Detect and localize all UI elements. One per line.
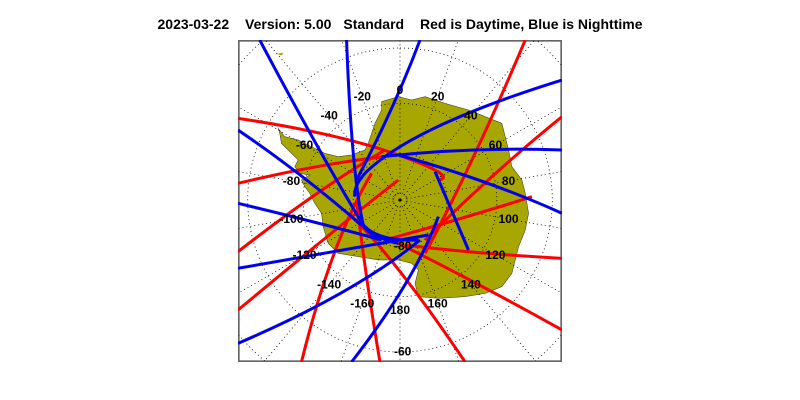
longitude-label: 140 bbox=[461, 277, 481, 291]
day-track bbox=[238, 148, 386, 253]
meridian-line bbox=[265, 40, 397, 196]
longitude-label: -140 bbox=[317, 277, 341, 291]
latitude-label: -60 bbox=[394, 344, 412, 358]
polar-map: 0 20 40 60 80 100 120 140 160 180 -160 -140 -120 -100… bbox=[238, 40, 562, 362]
longitude-label: 160 bbox=[428, 296, 448, 310]
island bbox=[276, 52, 284, 56]
longitude-label: -120 bbox=[293, 248, 317, 262]
day-track bbox=[238, 178, 400, 312]
longitude-label: -40 bbox=[320, 109, 338, 123]
longitude-label: -80 bbox=[283, 174, 301, 188]
longitude-label: -20 bbox=[354, 90, 372, 104]
longitude-label: 40 bbox=[464, 109, 478, 123]
night-track bbox=[258, 40, 399, 245]
day-track bbox=[238, 116, 445, 182]
latitude-circle bbox=[238, 41, 562, 362]
night-track bbox=[238, 233, 429, 270]
longitude-label: -160 bbox=[350, 296, 374, 310]
south-pole-marker bbox=[398, 198, 402, 202]
day-track bbox=[300, 172, 373, 362]
night-track bbox=[355, 40, 422, 181]
night-track bbox=[381, 147, 562, 159]
night-tracks bbox=[238, 40, 562, 362]
plot-title: 2023-03-22 Version: 5.00 Standard Red is … bbox=[0, 16, 800, 32]
night-track bbox=[238, 201, 383, 242]
legend-text: Red is Daytime, Blue is Nighttime bbox=[419, 16, 643, 32]
day-track bbox=[423, 40, 527, 255]
longitude-label: 180 bbox=[390, 303, 410, 317]
latitude-label: -80 bbox=[394, 239, 412, 253]
day-track bbox=[397, 241, 562, 332]
day-track bbox=[404, 243, 562, 260]
version-label: Version: 5.00 bbox=[245, 16, 332, 32]
longitude-label: -60 bbox=[296, 138, 314, 152]
longitude-label: 0 bbox=[397, 83, 404, 97]
graticule-labels: 0 20 40 60 80 100 120 140 160 180 -160 -140 -120 -100… bbox=[279, 83, 518, 358]
mode-label: Standard bbox=[343, 16, 405, 32]
longitude-label: 80 bbox=[502, 174, 516, 188]
night-track bbox=[397, 153, 562, 215]
night-track bbox=[350, 216, 440, 362]
day-tracks bbox=[238, 40, 562, 362]
night-track bbox=[433, 171, 470, 251]
longitude-label: 20 bbox=[431, 90, 445, 104]
longitude-label: 60 bbox=[489, 138, 503, 152]
night-track bbox=[345, 40, 419, 242]
meridian-line bbox=[403, 40, 535, 196]
night-track bbox=[238, 128, 380, 242]
night-track bbox=[238, 238, 421, 345]
longitude-label: -100 bbox=[279, 212, 303, 226]
longitude-label: 100 bbox=[499, 212, 519, 226]
day-track bbox=[384, 195, 533, 242]
date-label: 2023-03-22 bbox=[157, 16, 230, 32]
longitude-label: 120 bbox=[485, 248, 505, 262]
